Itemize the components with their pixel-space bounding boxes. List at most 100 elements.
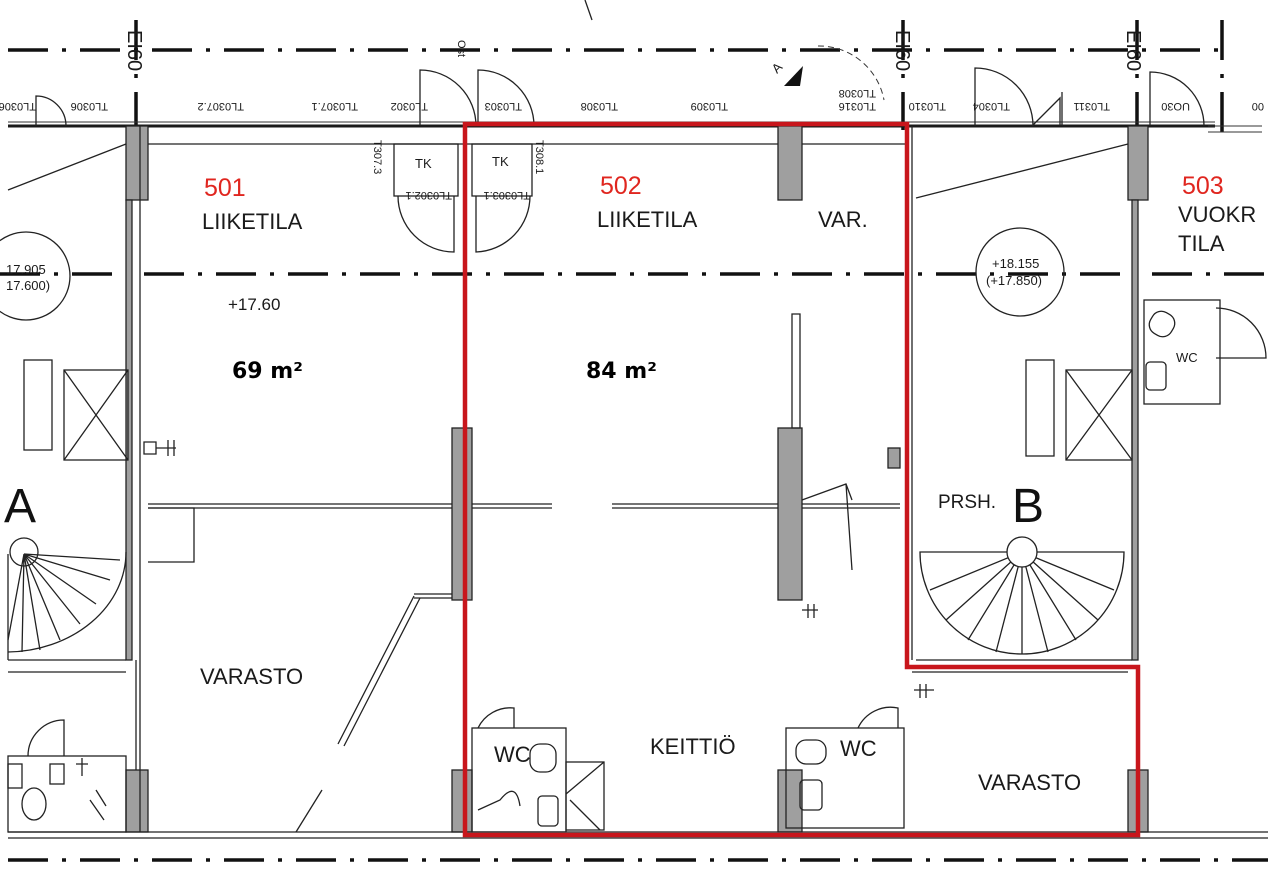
wc-mid-box	[785, 727, 905, 829]
wall-partition	[451, 427, 473, 601]
wc-502-door	[477, 707, 515, 729]
wall-col-lower-right	[1131, 199, 1139, 661]
stair-a-box	[63, 369, 129, 461]
door-tag: 00	[1252, 100, 1264, 112]
wc-502	[471, 707, 605, 833]
door-swing	[974, 67, 1034, 127]
walls	[125, 125, 1149, 833]
elec-symbol	[143, 440, 176, 456]
shower-hose-icon	[477, 790, 521, 811]
elevation-right-top: +18.155	[992, 256, 1039, 271]
sink-icon	[7, 763, 23, 789]
tk-tag-2: TL0303.1	[484, 189, 530, 201]
grid-lines	[0, 0, 1268, 862]
tk-label-1: TK	[415, 156, 432, 171]
door-tag: TL0306	[71, 100, 108, 112]
toilet-icon	[795, 739, 827, 765]
wall-col-mid	[777, 125, 803, 201]
stair-b	[916, 359, 1133, 661]
wall-pillar-l1	[125, 769, 149, 833]
stair-b-newel	[1006, 536, 1038, 568]
wc-right-door	[1215, 307, 1267, 359]
wall-col-lower-left	[125, 199, 133, 661]
door-tag: TL0303	[485, 100, 522, 112]
wall-stub	[887, 447, 901, 469]
door-swing	[1031, 96, 1061, 127]
room-varasto-right: VARASTO	[978, 770, 1081, 795]
tk-door-2	[475, 195, 531, 253]
door-tag: TL0306	[0, 100, 36, 112]
unit-502-number: 502	[600, 172, 642, 200]
door-tag: TL0310	[909, 100, 946, 112]
shop-rail-right	[612, 503, 778, 509]
stair-b-outer	[919, 551, 1125, 655]
grid-tags: EI60 EI60 EI60 Ost	[123, 30, 1144, 71]
wall-pillar-m	[777, 769, 803, 833]
room-prsh: PRSH.	[938, 492, 996, 513]
socket-icon	[802, 604, 818, 618]
elevation-left-circle	[0, 231, 71, 321]
door-swing	[1149, 71, 1205, 127]
elevation-right-bottom: (+17.850)	[986, 273, 1042, 288]
bottom-outer-wall	[8, 831, 1268, 839]
store-arc	[801, 483, 853, 571]
store-hook	[148, 507, 195, 563]
unit-502-highlight	[462, 121, 1141, 838]
stair-b-side	[1025, 359, 1055, 457]
grid-tag-left: EI60	[123, 30, 145, 71]
stair-a-newel	[9, 537, 39, 567]
unit-501-type: LIIKETILA	[202, 209, 303, 234]
stair-a-side	[23, 359, 53, 451]
wc-left-edge	[7, 755, 127, 833]
unit-503-type-1: VUOKR	[1178, 202, 1256, 227]
elevation-center: +17.60	[228, 295, 280, 314]
door-diagonal	[337, 595, 421, 747]
tk-side-2: T308.1	[533, 140, 545, 174]
wc-right-box	[1143, 299, 1221, 405]
shop-rail-mid	[472, 503, 552, 509]
door-tag: TL0302	[391, 100, 428, 112]
stair-b-box	[1065, 369, 1133, 461]
door-tag: TL0316	[839, 100, 876, 112]
door-tag: TL0307.1	[312, 100, 358, 112]
drain-icon	[76, 758, 107, 821]
door-tag: TL0308	[839, 87, 876, 99]
room-varasto-left: VARASTO	[200, 664, 303, 689]
unit-501-number: 501	[204, 174, 246, 202]
door-tag: TL0304	[973, 100, 1010, 112]
door-tag: TL0308	[581, 100, 618, 112]
stair-b-steps	[929, 551, 1115, 654]
sink-icon	[1145, 361, 1167, 391]
north-arrow-label: A	[769, 59, 786, 76]
wall-pillar-l2	[451, 769, 473, 833]
electrical-markers	[802, 604, 934, 698]
slim-wall	[791, 313, 801, 429]
floor-slope-left	[7, 143, 127, 191]
elevation-right-circle	[975, 227, 1065, 317]
toilet-icon	[21, 787, 47, 821]
door-diagonal-lower	[295, 789, 323, 833]
wall-col-left	[125, 125, 149, 201]
socket-icon	[914, 684, 934, 698]
tk-tag-1: TL0302.1	[406, 189, 452, 201]
door-swing	[477, 69, 535, 127]
toilet-icon	[529, 743, 557, 773]
top-label: Ost	[455, 40, 467, 57]
door-swing	[35, 95, 67, 127]
tk-door-1	[397, 195, 455, 253]
wc-mid-door	[857, 706, 899, 729]
sink-icon	[799, 779, 823, 811]
wc-right	[1143, 299, 1267, 405]
door-tag: UO30	[1161, 100, 1190, 112]
elevation-left: 17.905 17.600)	[0, 231, 71, 321]
sink-icon	[49, 763, 65, 785]
room-wc-mid: WC	[840, 736, 877, 761]
room-wc-left: WC	[494, 742, 531, 767]
north-arrow-icon	[784, 66, 803, 86]
wall-col-right	[1127, 125, 1149, 201]
door-tag: TL0311	[1074, 100, 1111, 112]
shop-rail-left	[148, 503, 452, 509]
unit-labels: 501 LIIKETILA 502 LIIKETILA 503 VUOKR TI…	[202, 172, 1256, 256]
stair-a-cross	[63, 369, 129, 461]
